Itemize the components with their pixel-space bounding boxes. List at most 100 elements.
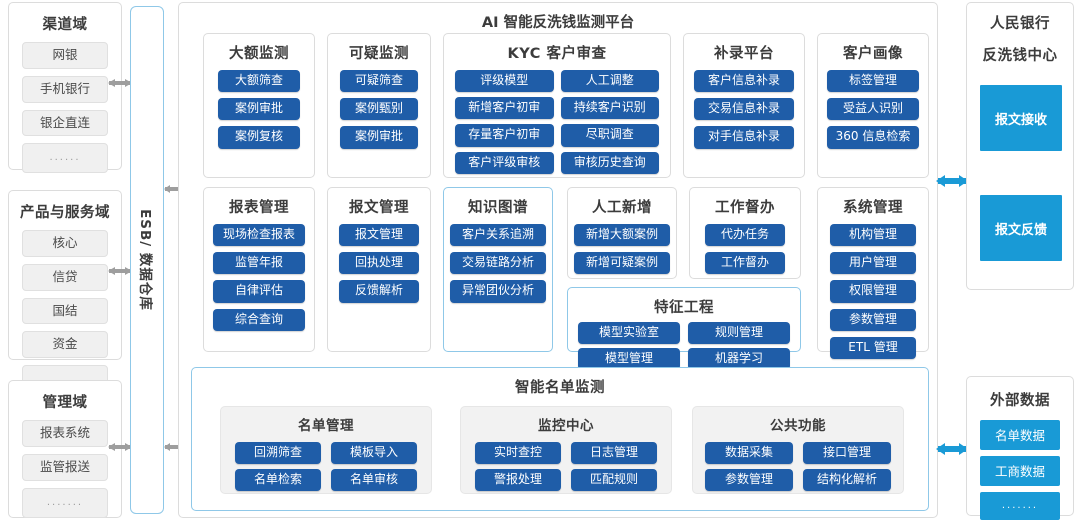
action-button[interactable]: 评级模型 <box>455 70 554 93</box>
action-button[interactable]: 客户评级审核 <box>455 151 554 174</box>
domain-item[interactable]: 银企直连 <box>22 109 108 137</box>
action-button[interactable]: 标签管理 <box>827 70 919 93</box>
action-button[interactable]: 新增可疑案例 <box>574 252 670 275</box>
module-title: 大额监测 <box>229 46 289 62</box>
action-button[interactable]: 规则管理 <box>688 322 790 345</box>
external-data-item[interactable]: 名单数据 <box>980 420 1060 450</box>
module-work-supervision: 工作督办 代办任务 工作督办 <box>689 187 801 279</box>
module-title: 人工新增 <box>592 200 652 216</box>
action-button[interactable]: 对手信息补录 <box>694 126 794 149</box>
domain-item[interactable]: 核心 <box>22 230 108 257</box>
action-button[interactable]: 持续客户识别 <box>560 97 659 120</box>
domain-item-more[interactable]: ...... <box>22 143 108 174</box>
action-button[interactable]: 新增客户初审 <box>455 97 554 120</box>
domain-item[interactable]: 国结 <box>22 297 108 325</box>
subgroup-title: 名单管理 <box>298 418 354 434</box>
action-button[interactable]: 案例甄别 <box>340 98 418 121</box>
action-button[interactable]: 交易链路分析 <box>450 252 546 275</box>
aml-platform-container: AI 智能反洗钱监测平台 大额监测 大额筛查 案例审批 案例复核 可疑监测 可疑… <box>178 2 938 518</box>
page-title: AI 智能反洗钱监测平台 <box>481 15 635 31</box>
external-data-title: 外部数据 <box>990 393 1050 409</box>
action-button[interactable]: 机器学习 <box>688 348 790 371</box>
action-button[interactable]: 案例审批 <box>218 98 300 121</box>
domain-item[interactable]: 信贷 <box>22 263 108 291</box>
action-button[interactable]: ETL 管理 <box>830 336 916 359</box>
action-button[interactable]: 工作督办 <box>705 252 785 275</box>
module-message-management: 报文管理 报文管理 回执处理 反馈解析 <box>327 187 431 352</box>
domain-item-more[interactable]: ....... <box>22 487 108 518</box>
module-title: 系统管理 <box>843 200 903 216</box>
domain-panel-channel: 渠道域 网银 手机银行 银企直连 ...... <box>8 2 122 174</box>
action-button[interactable]: 自律评估 <box>213 280 305 303</box>
action-button[interactable]: 回执处理 <box>339 252 419 275</box>
action-button[interactable]: 模型实验室 <box>578 322 680 345</box>
action-button[interactable]: 客户信息补录 <box>694 70 794 93</box>
pboc-message-receive[interactable]: 报文接收 <box>980 85 1062 151</box>
module-report-management: 报表管理 现场检查报表 监管年报 自律评估 综合查询 <box>203 187 315 352</box>
external-data-item[interactable]: 工商数据 <box>980 456 1060 486</box>
action-button[interactable]: 机构管理 <box>830 224 916 247</box>
action-button[interactable]: 审核历史查询 <box>560 151 659 174</box>
arrow-channel-to-esb <box>108 76 132 90</box>
module-smart-list-monitoring: 智能名单监测 名单管理 回溯筛查 模板导入 名单检索 名单审核 监控中心 实时查… <box>191 367 929 511</box>
domain-item[interactable]: 网银 <box>22 42 108 69</box>
pboc-message-feedback[interactable]: 报文反馈 <box>980 195 1062 261</box>
action-button[interactable]: 结构化解析 <box>803 469 891 492</box>
external-data-item-more[interactable]: ....... <box>980 492 1060 520</box>
action-button[interactable]: 模板导入 <box>331 442 417 465</box>
action-button[interactable]: 受益人识别 <box>827 98 919 121</box>
action-button[interactable]: 大额筛查 <box>218 70 300 93</box>
action-button[interactable]: 模型管理 <box>578 348 680 371</box>
action-button[interactable]: 报文管理 <box>339 224 419 247</box>
action-button[interactable]: 参数管理 <box>830 308 916 331</box>
action-button[interactable]: 存量客户初审 <box>455 124 554 147</box>
domain-item[interactable]: 手机银行 <box>22 75 108 103</box>
action-button[interactable]: 代办任务 <box>705 224 785 247</box>
subgroup-common-functions: 公共功能 数据采集 接口管理 参数管理 结构化解析 <box>692 406 904 494</box>
action-button[interactable]: 现场检查报表 <box>213 224 305 247</box>
action-button[interactable]: 日志管理 <box>571 442 657 465</box>
action-button[interactable]: 回溯筛查 <box>235 442 321 465</box>
module-supplement-platform: 补录平台 客户信息补录 交易信息补录 对手信息补录 <box>683 33 805 178</box>
module-title: 可疑监测 <box>349 46 409 62</box>
domain-title: 渠道域 <box>42 17 88 33</box>
action-button[interactable]: 案例复核 <box>218 126 300 149</box>
action-button[interactable]: 新增大额案例 <box>574 224 670 247</box>
domain-item[interactable]: 资金 <box>22 331 108 358</box>
module-title: 特征工程 <box>654 300 714 316</box>
action-button[interactable]: 反馈解析 <box>339 280 419 303</box>
action-button[interactable]: 警报处理 <box>475 469 561 492</box>
action-button[interactable]: 数据采集 <box>705 442 793 465</box>
arrow-platform-to-external-data <box>936 440 968 455</box>
action-button[interactable]: 可疑筛查 <box>340 70 418 93</box>
action-button[interactable]: 尽职调查 <box>560 124 659 147</box>
domain-panel-product-service: 产品与服务域 核心 信贷 国结 资金 ..... <box>8 190 122 395</box>
action-button[interactable]: 案例审批 <box>340 126 418 149</box>
action-button[interactable]: 参数管理 <box>705 469 793 492</box>
action-button[interactable]: 360 信息检索 <box>827 126 919 149</box>
action-button[interactable]: 匹配规则 <box>571 469 657 492</box>
action-button[interactable]: 异常团伙分析 <box>450 280 546 303</box>
module-system-management: 系统管理 机构管理 用户管理 权限管理 参数管理 ETL 管理 <box>817 187 929 359</box>
action-button[interactable]: 接口管理 <box>803 442 891 465</box>
action-button[interactable]: 名单审核 <box>331 469 417 492</box>
action-button[interactable]: 交易信息补录 <box>694 98 794 121</box>
module-title: 补录平台 <box>714 46 774 62</box>
action-button[interactable]: 监管年报 <box>213 252 305 275</box>
module-title: 报文管理 <box>349 200 409 216</box>
subgroup-title: 监控中心 <box>538 418 594 434</box>
action-button[interactable]: 名单检索 <box>235 469 321 492</box>
action-button[interactable]: 用户管理 <box>830 252 916 275</box>
action-button[interactable]: 人工调整 <box>560 70 659 93</box>
subgroup-list-management: 名单管理 回溯筛查 模板导入 名单检索 名单审核 <box>220 406 432 494</box>
action-button[interactable]: 综合查询 <box>213 308 305 331</box>
domain-item[interactable]: 报表系统 <box>22 420 108 447</box>
action-button[interactable]: 权限管理 <box>830 280 916 303</box>
esb-label: ESB/ 数据仓库 <box>137 209 153 311</box>
subgroup-monitoring-center: 监控中心 实时查控 日志管理 警报处理 匹配规则 <box>460 406 672 494</box>
domain-item[interactable]: 监管报送 <box>22 453 108 481</box>
module-knowledge-graph: 知识图谱 客户关系追溯 交易链路分析 异常团伙分析 <box>443 187 553 352</box>
module-title: KYC 客户审查 <box>507 46 607 62</box>
action-button[interactable]: 客户关系追溯 <box>450 224 546 247</box>
action-button[interactable]: 实时查控 <box>475 442 561 465</box>
